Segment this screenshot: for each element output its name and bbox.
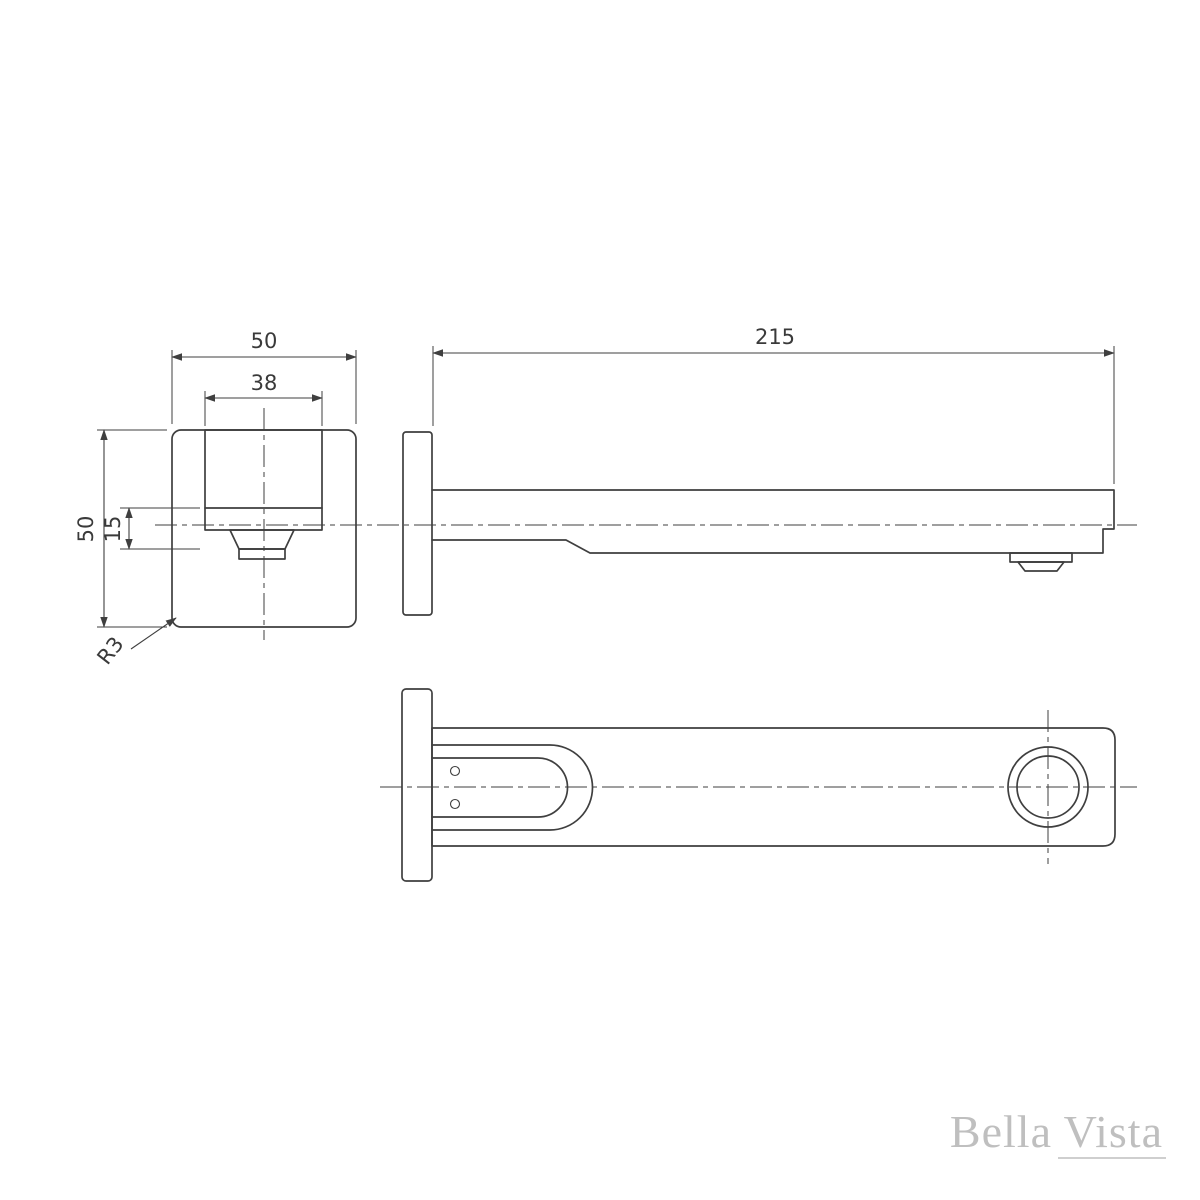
side-view: [402, 431, 1115, 616]
wall-flange-plan: [401, 688, 433, 882]
plan-view: [380, 688, 1137, 882]
dim-label-plate-height: 50: [74, 516, 98, 543]
dim-front-plate-width: 50: [171, 329, 357, 424]
fixing-hole-bottom: [449, 798, 461, 810]
aerator-housing-side: [1009, 552, 1073, 563]
dim-label-lip-height: 15: [101, 516, 125, 543]
spout-profile-side: [431, 489, 1115, 554]
dim-side-spout-length: 215: [432, 325, 1115, 484]
aerator-taper-front: [229, 529, 295, 550]
wall-flange-side: [402, 431, 433, 616]
brand-name-text: Bella Vista: [950, 1106, 1163, 1157]
aerator-tip-side: [1017, 561, 1065, 572]
aerator-tip-front: [238, 548, 286, 560]
dim-label-spout-length: 215: [755, 325, 795, 349]
dim-label-corner-radius: R3: [92, 632, 128, 669]
dim-label-spout-width: 38: [251, 371, 278, 395]
dim-front-lip-height: 15: [101, 507, 200, 550]
dim-front-plate-height: 50: [74, 429, 167, 628]
brand-logo: Bella Vista: [950, 1106, 1166, 1159]
dim-front-spout-width: 38: [204, 371, 323, 426]
front-view: [171, 408, 357, 640]
dim-front-corner-radius: R3: [92, 617, 177, 669]
fixing-hole-top: [449, 765, 461, 777]
dim-label-plate-width: 50: [251, 329, 278, 353]
leader-line: [130, 617, 177, 650]
spout-body-plan: [431, 727, 1116, 847]
